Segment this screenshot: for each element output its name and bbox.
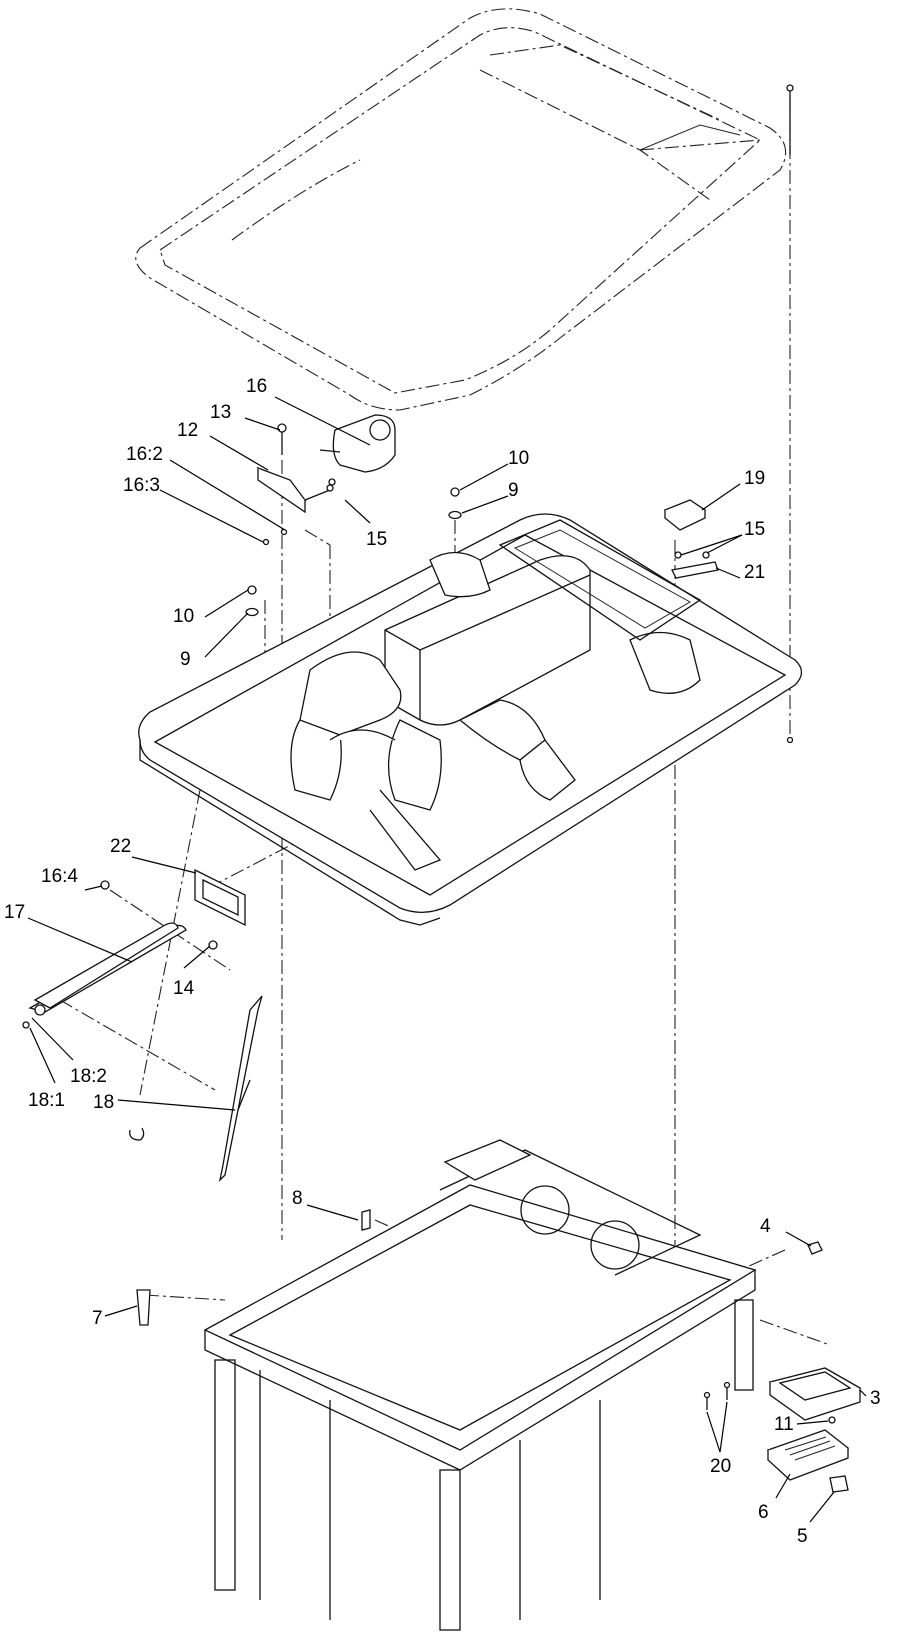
callout-16: 16 xyxy=(246,376,267,397)
callout-9-upper: 9 xyxy=(508,480,519,501)
grille-6 xyxy=(766,1429,850,1481)
wiper-motor xyxy=(319,414,396,473)
callout-18-1: 18:1 xyxy=(28,1090,65,1111)
nut-washer-set xyxy=(245,478,462,617)
callout-7: 7 xyxy=(92,1308,103,1329)
callout-16-4: 16:4 xyxy=(41,866,78,887)
callout-21: 21 xyxy=(744,562,765,583)
screw-11 xyxy=(828,1416,836,1424)
callout-6: 6 xyxy=(758,1502,769,1523)
callout-17: 17 xyxy=(4,902,25,923)
callout-9-left: 9 xyxy=(180,649,191,670)
callout-11: 11 xyxy=(774,1414,794,1435)
callout-5: 5 xyxy=(797,1526,808,1547)
cover-19 xyxy=(663,499,707,531)
callout-14: 14 xyxy=(173,978,195,999)
bezel-22 xyxy=(194,868,246,927)
roof-stud xyxy=(786,84,794,744)
callout-15-right: 15 xyxy=(744,519,765,540)
nut-4 xyxy=(807,1241,823,1255)
callout-16-2: 16:2 xyxy=(126,444,163,465)
callout-10-upper: 10 xyxy=(508,448,529,469)
pins-16 xyxy=(262,528,288,546)
callout-19: 19 xyxy=(744,468,765,489)
callout-8: 8 xyxy=(292,1188,303,1209)
bolt-7 xyxy=(136,1289,151,1326)
bolt-13 xyxy=(277,423,287,455)
wiper-arm-17 xyxy=(22,922,187,1029)
callout-3: 3 xyxy=(870,1388,881,1409)
callout-18: 18 xyxy=(93,1092,114,1113)
callout-15-upper-left: 15 xyxy=(366,529,387,550)
callout-10-left: 10 xyxy=(173,606,194,627)
screws-20 xyxy=(703,1381,731,1410)
plate-21 xyxy=(671,551,719,579)
callout-16-3: 16:3 xyxy=(123,475,160,496)
wiper-blade-18 xyxy=(129,995,263,1182)
callout-4: 4 xyxy=(760,1216,771,1237)
leader-lines xyxy=(27,396,867,1523)
callout-20: 20 xyxy=(710,1456,731,1477)
knob-5 xyxy=(829,1475,849,1493)
cab-frame xyxy=(203,1139,757,1631)
callout-18-2: 18:2 xyxy=(70,1066,107,1087)
bushing-14 xyxy=(208,940,218,950)
nut-16-4 xyxy=(100,880,110,890)
callout-13: 13 xyxy=(210,402,231,423)
callout-12: 12 xyxy=(177,420,198,441)
hvac-tray xyxy=(138,513,803,926)
bolt-8 xyxy=(361,1209,371,1231)
callout-22: 22 xyxy=(110,836,131,857)
motor-bracket xyxy=(256,466,331,514)
filter-3 xyxy=(768,1367,862,1421)
roof-cover-outline xyxy=(135,8,787,411)
callout-labels: 16 13 12 16:2 16:3 15 10 9 19 15 21 10 9… xyxy=(4,376,881,1547)
